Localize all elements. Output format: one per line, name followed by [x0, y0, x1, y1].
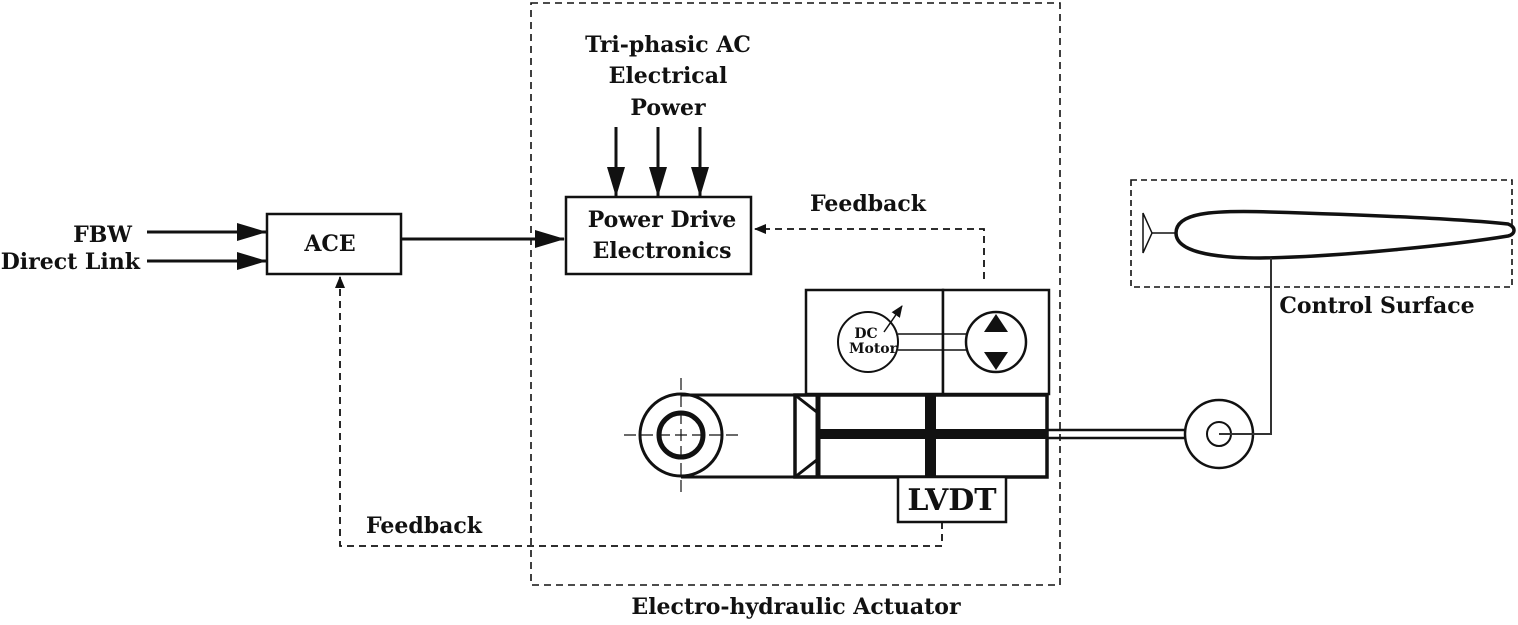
inner-feedback-line: [754, 224, 985, 279]
direct-link-label: Direct Link: [1, 249, 141, 275]
power-source-line3: Power: [630, 95, 706, 121]
inner-feedback-label: Feedback: [810, 191, 927, 217]
hydraulic-pump-symbol: [964, 310, 1028, 374]
pde-label-line2: Electronics: [592, 238, 731, 264]
outer-feedback-line: [335, 276, 943, 547]
lvdt-label: LVDT: [907, 483, 997, 518]
lvdt-block: [896, 475, 1008, 524]
mount-eye-outer: [638, 392, 724, 478]
hinge-mount-icon: [1142, 212, 1153, 254]
actuator-group-boundary: [530, 2, 1061, 586]
dc-motor-symbol: [837, 311, 899, 373]
fbw-label: FBW: [73, 222, 132, 248]
airfoil-shape: [1174, 209, 1516, 260]
actuator-group-label: Electro-hydraulic Actuator: [631, 594, 961, 620]
pde-block: [564, 195, 753, 276]
piston: [925, 395, 936, 477]
outer-feedback-label: Feedback: [366, 513, 483, 539]
pde-label-line1: Power Drive: [588, 207, 737, 233]
ace-label: ACE: [303, 231, 355, 257]
ace-block: [265, 212, 403, 276]
motor-variable-arrow: [883, 305, 903, 333]
pump-up-triangle-icon: [984, 314, 1008, 332]
mount-eye-inner: [656, 410, 706, 460]
power-source-line1: Tri-phasic AC: [585, 32, 751, 58]
dc-motor-label-line1: DC: [854, 326, 877, 342]
dc-motor-label-line2: Motor: [849, 341, 898, 357]
pump-down-triangle-icon: [984, 352, 1008, 370]
power-source-line2: Electrical: [609, 63, 728, 89]
horn-link: [1219, 258, 1272, 435]
control-surface-label: Control Surface: [1279, 293, 1474, 319]
